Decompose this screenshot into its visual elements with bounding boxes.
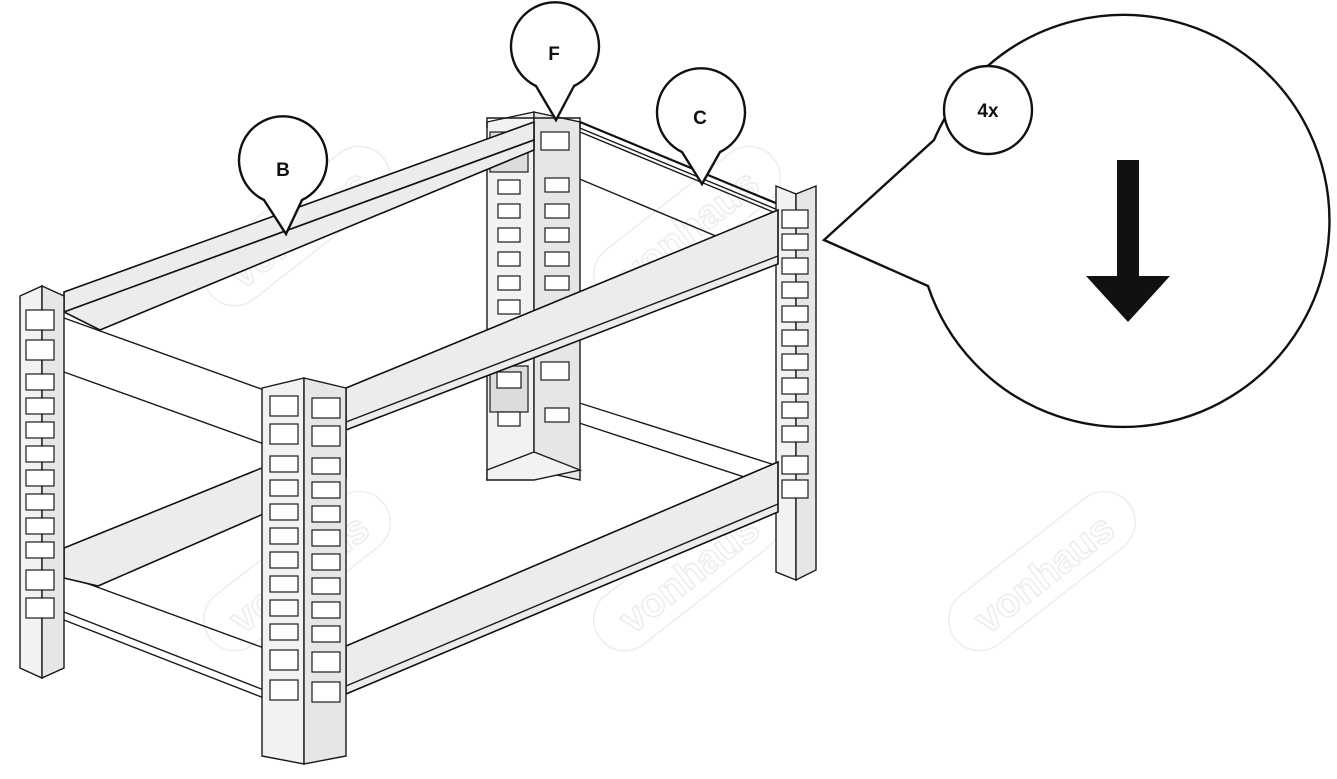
right-back-post [775, 184, 817, 582]
left-front-post [19, 284, 65, 680]
rail-c [579, 120, 779, 215]
callout-f: F [509, 1, 601, 123]
back-post-f [486, 111, 583, 481]
count-badge: 4x [942, 64, 1034, 156]
callout-f-label: F [548, 44, 560, 65]
frame-lines [63, 123, 779, 699]
watermark-6: vonhaus [966, 506, 1123, 642]
center-front-post [261, 377, 347, 765]
detail-zoom-circle [821, 13, 1331, 429]
callout-b-label: B [276, 160, 290, 181]
down-arrow-icon [1086, 160, 1170, 322]
callout-c-label: C [693, 108, 707, 129]
count-badge-label: 4x [977, 101, 999, 122]
callout-b: B [237, 115, 329, 237]
callout-c: C [655, 67, 747, 187]
beam-b [61, 120, 535, 331]
